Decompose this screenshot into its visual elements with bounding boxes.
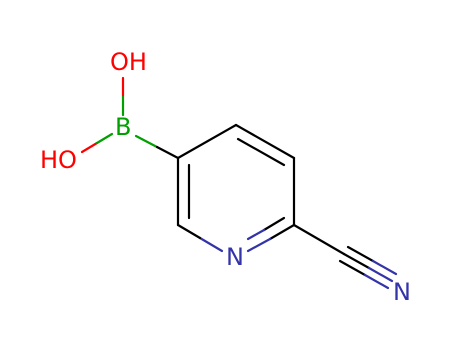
bond-n1-c6-carbon-half — [176, 223, 202, 240]
bond-b-oh-left-boron-half — [95, 132, 114, 145]
bond-triple-nitrogen-half-2 — [371, 259, 398, 276]
bond-c2-n1-nitrogen-half — [246, 237, 272, 253]
atom-label-ring-nitrogen: N — [226, 243, 244, 271]
bond-c5-c4 — [176, 123, 238, 160]
bond-b-c5-carbon-half — [155, 145, 180, 160]
bond-triple-carbon-half-2 — [346, 245, 375, 263]
bond-triple-carbon-half-3 — [338, 259, 367, 277]
nitrile-group — [292, 223, 398, 290]
atom-label-nitrile-nitrogen: N — [393, 278, 411, 306]
bond-b-c5-boron-half — [134, 134, 159, 149]
bond-c2-n1-inner-nitrogen-half — [246, 228, 266, 241]
bond-c2-cn — [292, 223, 346, 256]
bond-n1-c6-nitrogen-half — [198, 236, 224, 253]
bond-b-oh-left-oxygen-half — [80, 141, 99, 154]
atom-label-ho-left: HO — [40, 146, 77, 174]
bond-triple-nitrogen-half-3 — [363, 273, 390, 290]
bond-c2-n1-inner-carbon-half — [262, 216, 286, 232]
bond-triple-carbon-half-1 — [342, 252, 371, 270]
boronic-acid-bonds — [80, 76, 180, 160]
bond-c4-c3-inner — [236, 137, 286, 167]
bond-triple-nitrogen-half-1 — [367, 266, 394, 283]
atom-label-oh-top: OH — [110, 48, 147, 76]
atom-label-boron: B — [115, 113, 131, 141]
pyridine-ring — [176, 123, 296, 253]
bond-c2-n1-carbon-half — [268, 223, 296, 241]
bond-c4-c3 — [234, 123, 296, 160]
